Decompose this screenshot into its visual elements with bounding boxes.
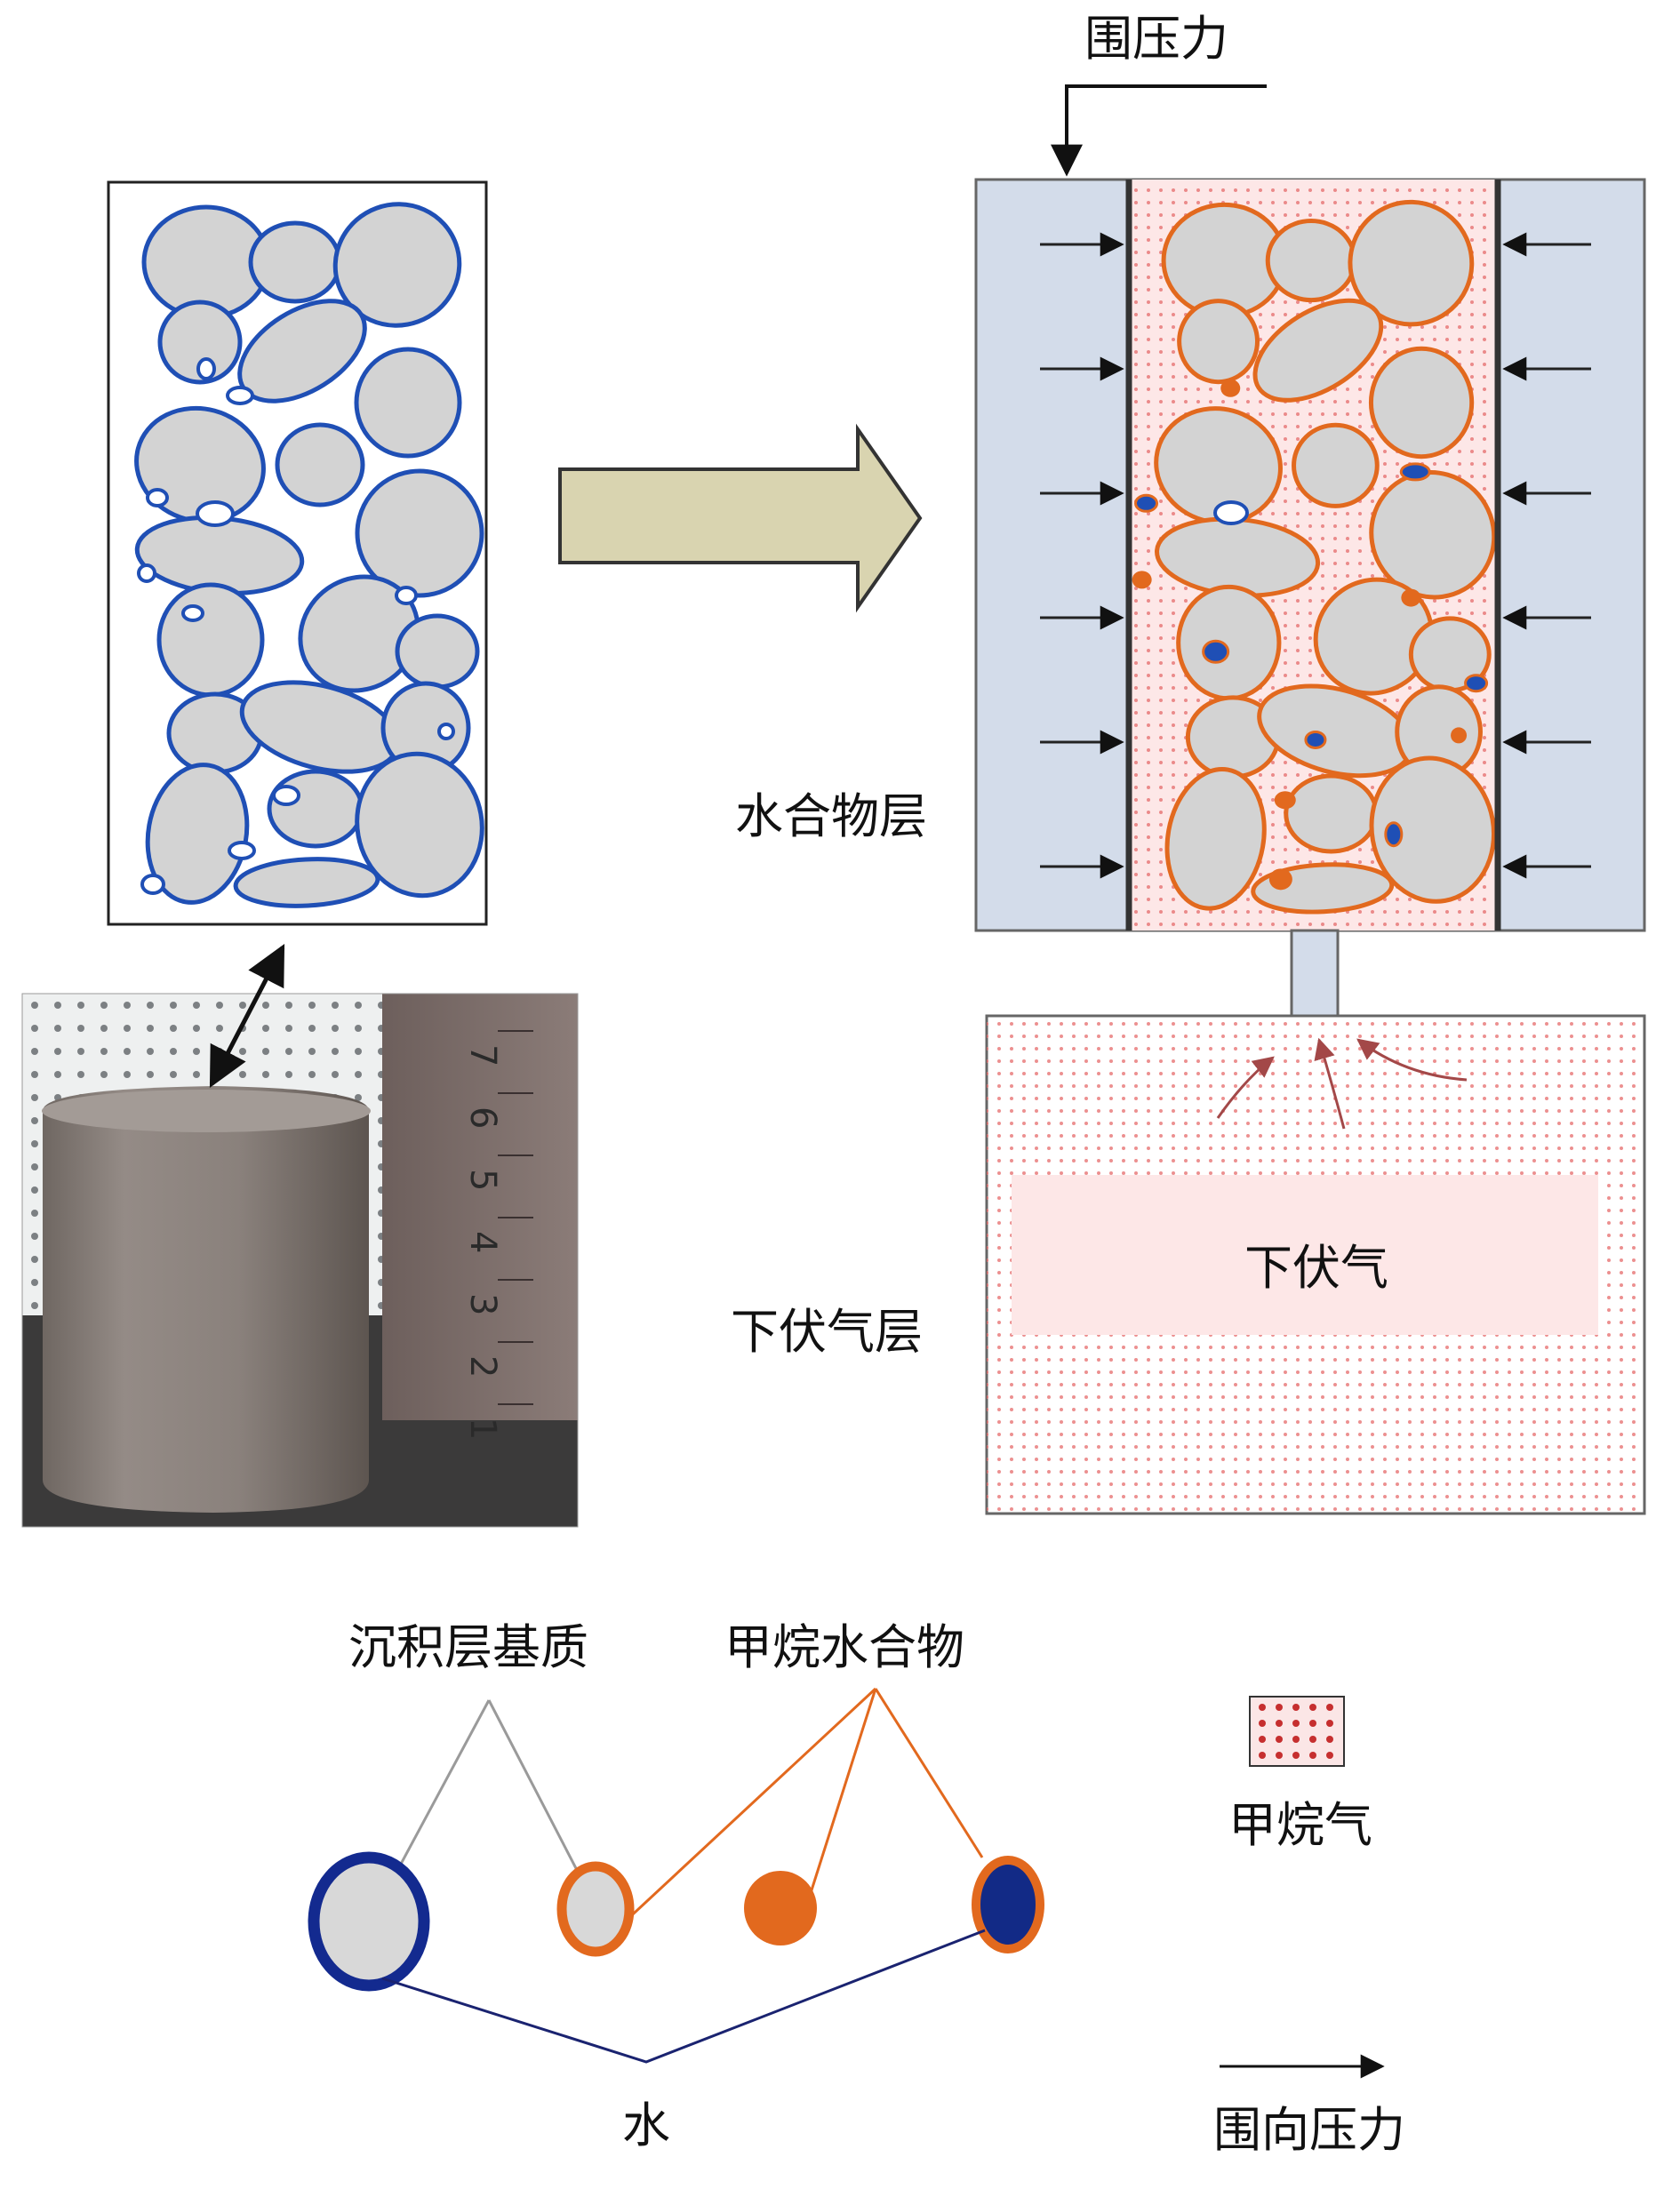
legend-methane-gas: 甲烷气 — [1228, 1797, 1372, 1853]
core-sample-top — [42, 1090, 371, 1132]
hydrate-cell — [974, 178, 1646, 932]
legend-water-coated-grain — [308, 1851, 430, 1992]
legend: 沉积层基质 甲烷水合物 水 甲烷气 围向压力 — [308, 1619, 1405, 2158]
underlying-gas-box — [985, 1014, 1646, 1515]
legend-water: 水 — [622, 2097, 670, 2153]
ruler-tick-label: 5 — [462, 1169, 503, 1191]
water-coated-grains — [134, 202, 484, 908]
ruler-tick-label: 7 — [462, 1044, 503, 1067]
ruler-tick-label: 1 — [462, 1418, 503, 1440]
legend-hydrate-coated-grain — [556, 1861, 635, 1957]
core-sample-cylinder — [43, 1086, 369, 1513]
sediment-water-panel — [107, 180, 488, 926]
hydrate-coated-grains — [1132, 199, 1497, 915]
label-underlying-gas: 下伏气 — [1244, 1240, 1388, 1296]
ruler-tick-label: 4 — [462, 1231, 503, 1253]
label-hydrate-layer: 水合物层 — [735, 788, 927, 844]
label-confining-pressure: 围压力 — [1084, 11, 1228, 67]
confining-pressure-arrows — [1040, 232, 1591, 879]
transition-arrow — [558, 423, 923, 613]
legend-hydrate-coated-water — [972, 1856, 1044, 1953]
legend-hydrate-particle — [744, 1871, 817, 1945]
ruler-tick-label: 3 — [462, 1293, 503, 1315]
label-underlying-gas-layer: 下伏气层 — [731, 1304, 923, 1360]
gas-label-band — [1012, 1175, 1598, 1335]
legend-sediment-matrix: 沉积层基质 — [348, 1619, 588, 1675]
legend-methane-hydrate: 甲烷水合物 — [724, 1619, 964, 1675]
gas-pipe — [1290, 929, 1340, 1021]
link-arrow — [209, 944, 285, 1088]
ruler-tick-label: 6 — [462, 1106, 503, 1129]
legend-confining-direction-pressure: 围向压力 — [1213, 2102, 1405, 2158]
ruler: 1 2 3 4 5 6 7 — [462, 1030, 533, 1440]
ruler-tick-label: 2 — [462, 1355, 503, 1378]
core-sample-photo: 1 2 3 4 5 6 7 — [21, 993, 579, 1528]
top-pressure-arrow — [1051, 84, 1267, 177]
